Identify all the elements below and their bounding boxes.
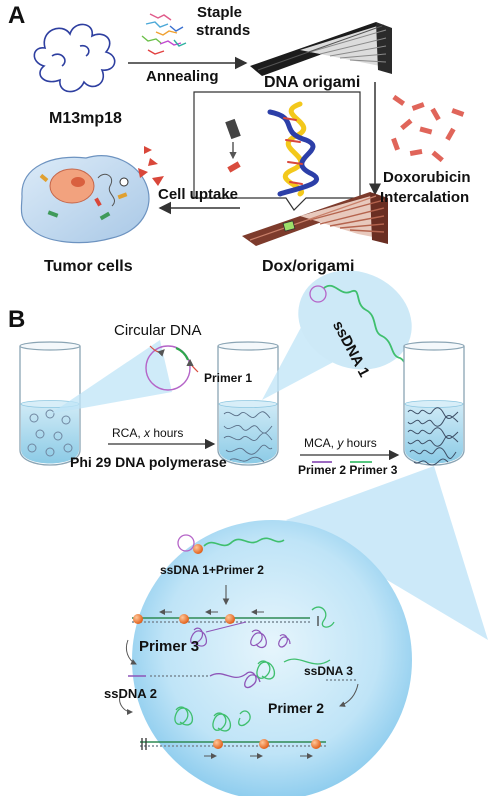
dox-origami-label: Dox/origami	[262, 258, 355, 275]
zoom-cone-1	[50, 340, 172, 414]
dna-origami-triangle	[250, 22, 392, 76]
double-helix-icon	[267, 101, 319, 197]
primer2-label: Primer 2	[268, 700, 325, 716]
doxorubicin-icon	[391, 94, 465, 163]
ssdna1-icon	[309, 284, 413, 375]
rca-label: RCA, x hours	[112, 426, 184, 440]
mca-detail-bubble	[132, 520, 412, 796]
circular-dna-label: Circular DNA	[114, 322, 202, 339]
bottom-duplex-row	[140, 738, 326, 750]
staple-strands-icon	[141, 13, 187, 55]
dox-origami-triangle	[242, 192, 388, 246]
primer3-label: Primer 3	[139, 638, 200, 655]
staple-label-line2: strands	[196, 22, 251, 39]
test-tube-right	[403, 341, 465, 466]
annealing-label: Annealing	[146, 68, 219, 85]
m13-label: M13mp18	[49, 110, 122, 127]
helix-callout	[193, 91, 361, 211]
staple-label-line1: Staple	[197, 4, 243, 21]
tumor-cell-icon	[20, 146, 164, 244]
mca-detail-content	[119, 534, 359, 759]
zoom-cone-3	[286, 466, 488, 640]
ssdna3-label: ssDNA 3	[304, 664, 353, 678]
panel-b-letter: B	[8, 306, 26, 333]
primer1-label: Primer 1	[204, 371, 253, 385]
ssdna2-label: ssDNA 2	[104, 686, 157, 701]
ssdna1-primer2-label: ssDNA 1+Primer 2	[160, 563, 264, 577]
mca-label: MCA, y hours	[304, 436, 377, 450]
tumor-cells-label: Tumor cells	[44, 258, 133, 275]
panel-a-letter: A	[8, 2, 26, 29]
doxorubicin-label: Doxorubicin	[383, 169, 471, 186]
phi29-label: Phi 29 DNA polymerase	[70, 454, 227, 470]
circular-dna-icon	[145, 345, 199, 391]
test-tube-left	[19, 341, 81, 466]
test-tube-middle	[217, 341, 279, 466]
ssdna1-bubble	[298, 270, 412, 370]
primer2-primer3-label: Primer 2 Primer 3	[298, 463, 398, 477]
cell-uptake-label: Cell uptake	[158, 186, 239, 203]
dna-origami-label: DNA origami	[264, 74, 361, 91]
m13-ssdna-scribble	[33, 23, 116, 93]
intercalation-label: Intercalation	[380, 189, 470, 206]
top-duplex-row	[132, 606, 335, 628]
